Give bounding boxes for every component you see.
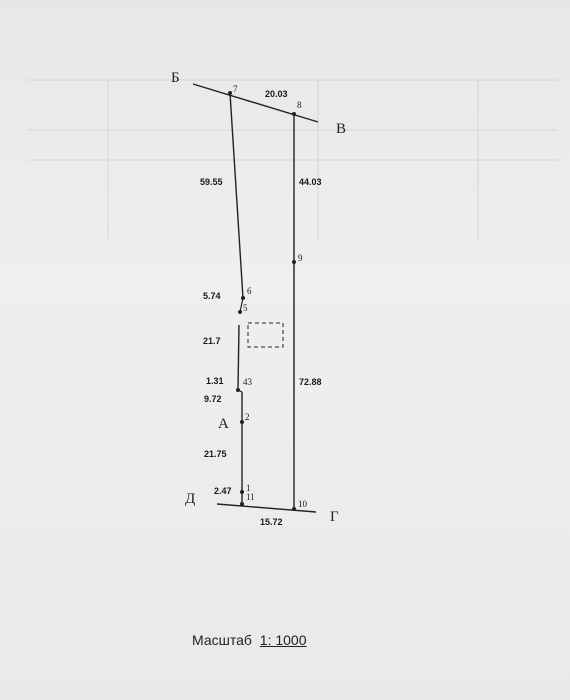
corner-letter-g: Г <box>330 509 339 525</box>
scale-value: 1: 1000 <box>259 632 307 648</box>
point-label-8: 8 <box>297 100 302 110</box>
length-label-5-43: 21.7 <box>203 336 221 346</box>
vertex-marker <box>240 420 244 424</box>
point-label-11: 11 <box>246 492 255 502</box>
length-label-2-1: 21.75 <box>204 449 227 459</box>
length-label-top: 20.03 <box>265 89 288 99</box>
length-label-6-5: 5.74 <box>203 291 221 301</box>
vertex-markers <box>228 91 296 511</box>
point-label-7: 7 <box>233 84 238 94</box>
vertex-marker <box>241 296 245 300</box>
vertex-marker <box>236 388 240 392</box>
vertex-marker <box>238 310 242 314</box>
corner-letter-d: Д <box>185 491 195 507</box>
vertex-marker <box>240 502 244 506</box>
length-label-bottom: 15.72 <box>260 517 283 527</box>
corner-letter-v: В <box>336 121 346 137</box>
vertex-marker <box>228 91 232 95</box>
vertex-marker <box>240 490 244 494</box>
length-label-jog-43: 1.31 <box>206 376 224 386</box>
length-label-left-upper: 59.55 <box>200 177 223 187</box>
point-label-10: 10 <box>298 499 308 509</box>
left-boundary-gap-line <box>239 297 244 313</box>
point-label-2: 2 <box>245 412 250 422</box>
length-label-1-11: 2.47 <box>214 486 232 496</box>
point-label-6: 6 <box>247 286 252 296</box>
point-label-5: 5 <box>243 303 248 313</box>
scale-caption: Масштаб 1: 1000 <box>192 632 307 648</box>
point-label-43: 43 <box>243 377 253 387</box>
length-label-43-2: 9.72 <box>204 394 222 404</box>
top-boundary-line <box>192 83 319 123</box>
left-boundary-upper-line <box>229 92 244 299</box>
vertex-marker <box>292 112 296 116</box>
bottom-boundary-line <box>216 503 317 513</box>
building-dashed-outline <box>247 322 284 348</box>
length-label-right-upper: 44.03 <box>299 177 322 187</box>
point-label-1: 1 <box>246 483 251 493</box>
point-label-9: 9 <box>298 253 303 263</box>
scale-label: Масштаб <box>192 632 252 648</box>
vertex-marker <box>292 260 296 264</box>
corner-letter-a: А <box>218 416 229 432</box>
left-boundary-middle-line <box>237 324 240 391</box>
vertex-marker <box>292 507 296 511</box>
corner-letter-b: Б <box>171 70 180 86</box>
length-label-right-lower: 72.88 <box>299 377 322 387</box>
